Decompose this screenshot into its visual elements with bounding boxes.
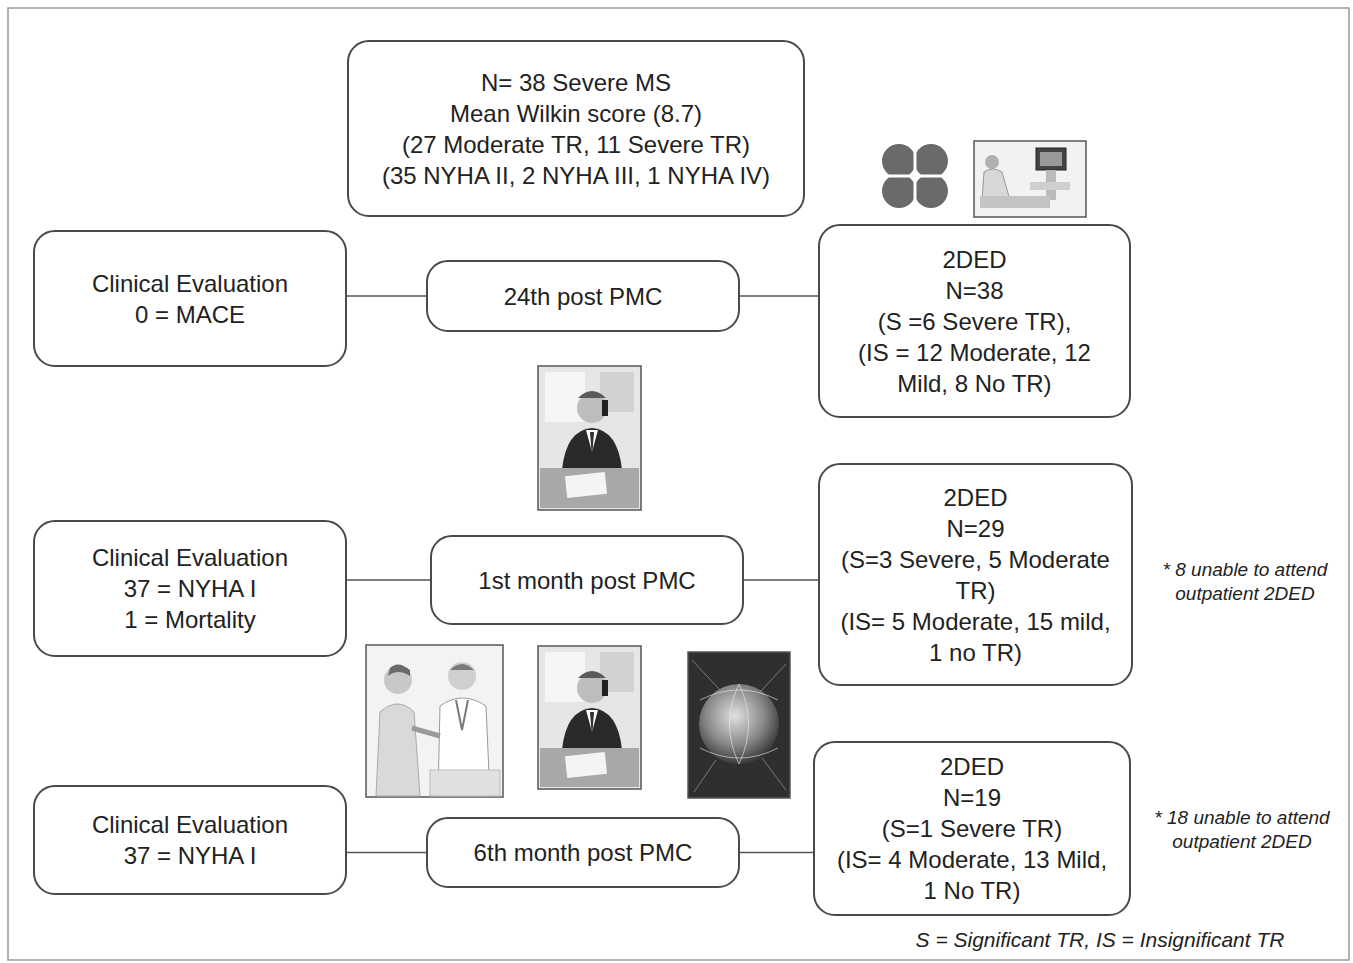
evaluation-box: Clinical Evaluation0 = MACE (33, 230, 347, 367)
box-text: N=29 (946, 513, 1004, 544)
connector-line (744, 579, 818, 581)
box-text: (IS= 5 Moderate, 15 mild, 1 no TR) (834, 606, 1117, 668)
box-text: 37 = NYHA I (124, 840, 257, 871)
box-text: 1st month post PMC (478, 565, 695, 596)
clover-icon (879, 142, 951, 210)
box-text: 2DED (942, 244, 1006, 275)
box-text: (S=3 Severe, 5 Moderate TR) (834, 544, 1117, 606)
box-text: (IS= 4 Moderate, 13 Mild, 1 No TR) (829, 844, 1115, 906)
phone-man-photo (538, 646, 641, 789)
figure-frame (8, 8, 1349, 960)
box-text: 2DED (940, 751, 1004, 782)
note-text: * 8 unable to attend outpatient 2DED (1150, 558, 1340, 606)
box-text: 2DED (943, 482, 1007, 513)
abbreviation-key: S = Significant TR, IS = Insignificant T… (880, 928, 1320, 952)
box-text: N=38 (945, 275, 1003, 306)
box-text: (35 NYHA II, 2 NYHA III, 1 NYHA IV) (382, 160, 770, 191)
connector-line (347, 295, 426, 297)
box-text: 1 = Mortality (124, 604, 255, 635)
echo-result-box: 2DEDN=29(S=3 Severe, 5 Moderate TR)(IS= … (818, 463, 1133, 686)
box-text: (S=1 Severe TR) (882, 813, 1062, 844)
box-text: Clinical Evaluation (92, 268, 288, 299)
timepoint-box: 24th post PMC (426, 260, 740, 332)
note-text: * 18 unable to attend outpatient 2DED (1143, 806, 1341, 854)
globe-image (688, 652, 790, 798)
box-text: (IS = 12 Moderate, 12 Mild, 8 No TR) (834, 337, 1115, 399)
phone-man-photo (538, 366, 641, 510)
connector-line (347, 852, 426, 854)
echo-result-box: 2DEDN=38(S =6 Severe TR),(IS = 12 Modera… (818, 224, 1131, 418)
box-text: (27 Moderate TR, 11 Severe TR) (402, 129, 750, 160)
box-text: 0 = MACE (135, 299, 245, 330)
doctor-patient-illustration (366, 645, 503, 797)
box-text: N= 38 Severe MS (481, 67, 671, 98)
box-text: 6th month post PMC (474, 837, 693, 868)
box-text: N=19 (943, 782, 1001, 813)
echo-result-box: 2DEDN=19(S=1 Severe TR)(IS= 4 Moderate, … (813, 741, 1131, 916)
box-text: Clinical Evaluation (92, 542, 288, 573)
timepoint-box: 1st month post PMC (430, 535, 744, 625)
box-text: 37 = NYHA I (124, 573, 257, 604)
evaluation-box: Clinical Evaluation37 = NYHA I1 = Mortal… (33, 520, 347, 657)
summary-box: N= 38 Severe MSMean Wilkin score (8.7)(2… (347, 40, 805, 217)
connector-line (740, 295, 818, 297)
echo-photo (974, 141, 1086, 217)
connector-line (740, 852, 813, 854)
connector-line (347, 579, 430, 581)
box-text: (S =6 Severe TR), (878, 306, 1072, 337)
box-text: Clinical Evaluation (92, 809, 288, 840)
box-text: 24th post PMC (504, 281, 663, 312)
timepoint-box: 6th month post PMC (426, 817, 740, 888)
evaluation-box: Clinical Evaluation37 = NYHA I (33, 785, 347, 895)
box-text: Mean Wilkin score (8.7) (450, 98, 702, 129)
